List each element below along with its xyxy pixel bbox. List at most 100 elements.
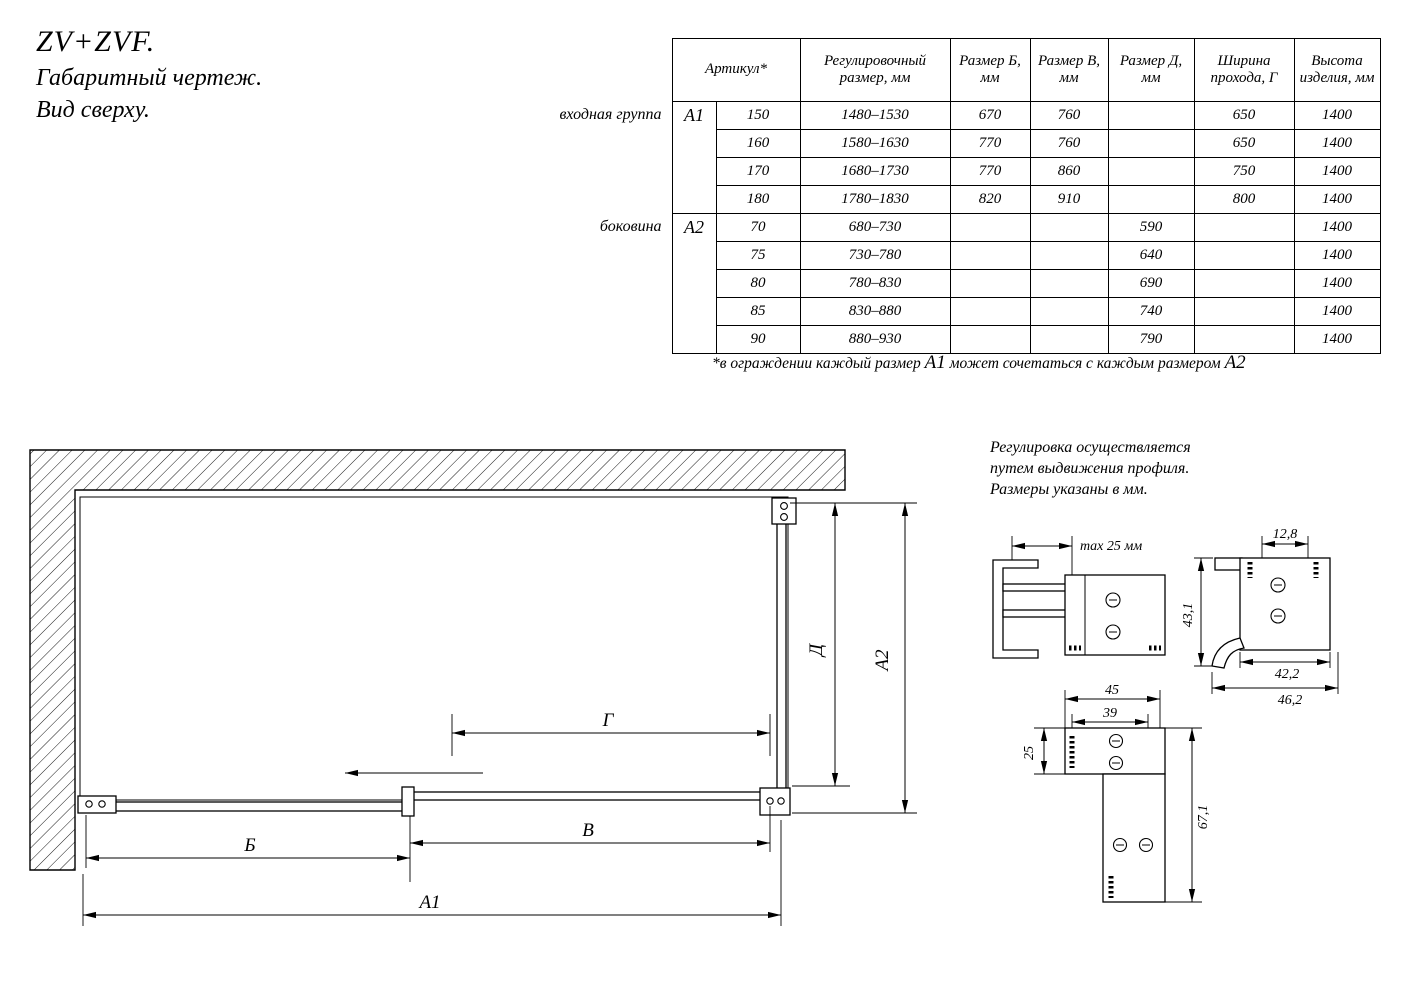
dim-45-label: 45 — [1105, 683, 1119, 698]
dim-v: В — [410, 806, 771, 852]
dim-b: Б — [85, 815, 411, 882]
cell-b: 770 — [949, 129, 1031, 158]
cell-num: 85 — [715, 297, 801, 326]
screw-icon — [1108, 733, 1124, 749]
cell-h: 1400 — [1293, 325, 1381, 354]
adjustment-note: Регулировка осуществляется путем выдвиже… — [990, 437, 1191, 500]
dim-g-label: Г — [602, 710, 615, 731]
door-edge-profile — [401, 786, 415, 817]
corner-profile-vertical-bar — [1102, 773, 1166, 903]
cell-d — [1107, 157, 1195, 186]
cell-d: 690 — [1107, 269, 1195, 298]
cell-range: 1480–1530 — [799, 101, 951, 130]
screw-icon — [1270, 577, 1286, 593]
product-code: ZV+ZVF. — [36, 25, 156, 58]
cell-v — [1029, 241, 1109, 270]
cell-d — [1107, 185, 1195, 214]
dim-v-label: В — [582, 820, 594, 841]
wall-hatch — [29, 449, 846, 871]
cell-range: 1580–1630 — [799, 129, 951, 158]
header-size-b: Размер Б, мм — [949, 38, 1031, 102]
dim-b-label: Б — [243, 835, 255, 856]
screw-icon — [1270, 608, 1286, 624]
top-profile-hook — [1211, 637, 1245, 669]
screw-icon — [1112, 837, 1128, 853]
dim-43-1-label: 43,1 — [1181, 603, 1196, 628]
cell-v: 860 — [1029, 157, 1109, 186]
cell-g — [1193, 213, 1295, 242]
dim-39: 39 — [1071, 706, 1149, 730]
dim-a2: А2 — [790, 502, 917, 814]
cell-num: 90 — [715, 325, 801, 354]
wall-mount-profile — [77, 795, 117, 814]
header-height: Высота изделия, мм — [1293, 38, 1381, 102]
spec-row: входная группа А1 150 1480–1530 670 760 … — [534, 101, 1381, 214]
spec-row: 160 1580–1630 770 760 650 1400 — [534, 129, 1381, 158]
dim-46-2-label: 46,2 — [1278, 693, 1303, 708]
side-glass-panel — [776, 502, 787, 801]
cell-range: 680–730 — [799, 213, 951, 242]
drawing-type-label: Габаритный чертеж. — [36, 64, 263, 91]
header-size-v: Размер В, мм — [1029, 38, 1109, 102]
spec-row: 90 880–930 790 1400 — [534, 325, 1381, 354]
door-frame-profile — [1064, 574, 1166, 656]
screw-icon — [1105, 624, 1121, 640]
cell-g: 750 — [1193, 157, 1295, 186]
cell-range: 1680–1730 — [799, 157, 951, 186]
spec-row: боковина А2 70 680–730 590 1400 — [534, 213, 1381, 354]
sliding-door-panel — [403, 791, 775, 801]
dim-a1: А1 — [82, 820, 782, 926]
footnote-text-2: может сочетаться с каждым размером — [945, 355, 1225, 372]
dim-67-1-label: 67,1 — [1196, 805, 1211, 830]
profile-sections: max 25 мм 12,8 — [992, 527, 1339, 903]
cell-num: 170 — [715, 157, 801, 186]
cell-h: 1400 — [1293, 157, 1381, 186]
footnote-a2: А2 — [1224, 352, 1246, 373]
dim-max25: max 25 мм — [1011, 536, 1142, 580]
profile-section-corner: 45 39 — [1022, 683, 1211, 903]
cell-b — [949, 297, 1031, 326]
header-pass-width: Ширина прохода, Г — [1193, 38, 1295, 102]
dim-25: 25 — [1022, 727, 1065, 775]
dim-43-1: 43,1 — [1181, 557, 1213, 667]
cell-d — [1107, 129, 1195, 158]
dim-12-8-label: 12,8 — [1273, 527, 1298, 542]
header-range: Регулировочный размер, мм — [799, 38, 951, 102]
cell-g: 800 — [1193, 185, 1295, 214]
cell-v — [1029, 213, 1109, 242]
spec-row: 85 830–880 740 1400 — [534, 297, 1381, 326]
artikul-a1: А1 — [671, 101, 717, 214]
note-line-3: Размеры указаны в мм. — [990, 481, 1148, 498]
title-block: ZV+ZVF. Габаритный чертеж. Вид сверху. — [36, 24, 262, 125]
cell-g — [1193, 325, 1295, 354]
cell-g: 650 — [1193, 101, 1295, 130]
cell-range: 1780–1830 — [799, 185, 951, 214]
cell-num: 70 — [715, 213, 801, 242]
header-size-d: Размер Д, мм — [1107, 38, 1195, 102]
cell-num: 150 — [715, 101, 801, 130]
cell-h: 1400 — [1293, 185, 1381, 214]
dim-d: Д — [792, 503, 850, 787]
footnote-a1: А1 — [924, 352, 946, 373]
header-spacer — [534, 39, 672, 102]
top-profile-body — [1239, 557, 1331, 651]
dim-67-1: 67,1 — [1165, 727, 1211, 903]
dim-max25-label: max 25 мм — [1080, 539, 1142, 554]
cell-b: 820 — [949, 185, 1031, 214]
cell-d — [1107, 101, 1195, 130]
view-label: Вид сверху. — [36, 96, 150, 123]
cell-b: 670 — [949, 101, 1031, 130]
cell-b — [949, 269, 1031, 298]
cell-v: 760 — [1029, 101, 1109, 130]
note-line-1: Регулировка осуществляется — [990, 439, 1191, 456]
cell-num: 75 — [715, 241, 801, 270]
dim-12-8: 12,8 — [1261, 527, 1309, 560]
cell-num: 80 — [715, 269, 801, 298]
cell-g: 650 — [1193, 129, 1295, 158]
dim-42-2-label: 42,2 — [1275, 667, 1300, 682]
spec-table-wrap: Артикул* Регулировочный размер, мм Разме… — [534, 38, 1381, 354]
header-artikul: Артикул* — [671, 38, 801, 102]
cell-g — [1193, 241, 1295, 270]
cell-v: 760 — [1029, 129, 1109, 158]
cell-b — [949, 213, 1031, 242]
